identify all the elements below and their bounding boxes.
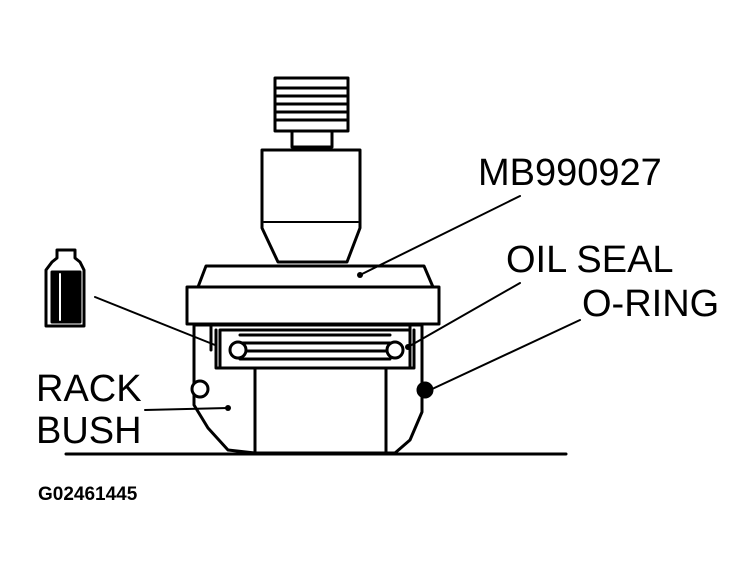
tool-body	[260, 148, 362, 264]
oil-seal	[214, 328, 416, 370]
label-bush: BUSH	[36, 410, 142, 452]
label-o-ring: O-RING	[582, 283, 719, 325]
left-ball	[190, 379, 210, 399]
leader-o-ring	[429, 319, 581, 391]
label-oil-seal: OIL SEAL	[506, 239, 674, 281]
tool-threaded-top	[273, 76, 350, 149]
label-tool: MB990927	[478, 152, 662, 194]
leader-oil-can	[94, 296, 216, 346]
label-rack: RACK	[36, 368, 142, 410]
leader-tool	[359, 195, 521, 276]
leader-rack-bush	[144, 407, 229, 411]
leader-oil-seal	[407, 282, 521, 348]
oil-can-icon	[44, 248, 86, 328]
tool-base-ring	[185, 285, 441, 326]
figure-id: G02461445	[38, 484, 138, 505]
tool-flange	[196, 264, 435, 289]
